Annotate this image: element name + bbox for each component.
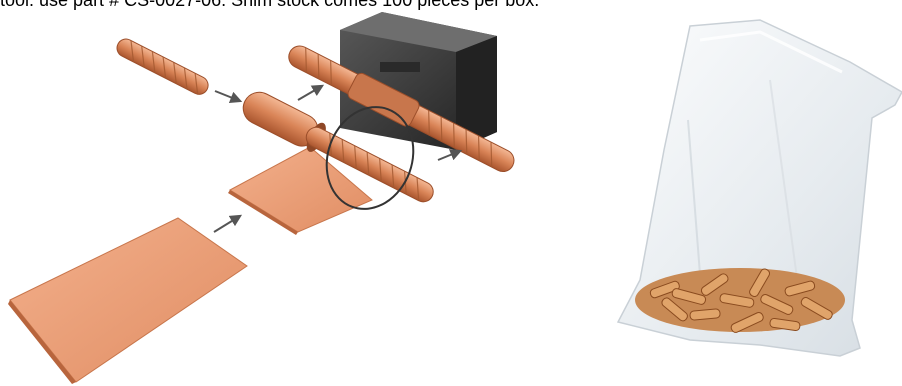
right-arrow-icon bbox=[438, 151, 460, 160]
right-arrow-icon bbox=[215, 91, 240, 101]
copper-sheet-large bbox=[8, 218, 247, 384]
right-arrow-icon bbox=[214, 216, 240, 232]
shim-bag-photo bbox=[618, 20, 902, 356]
right-arrow-icon bbox=[298, 86, 322, 100]
short-conductor bbox=[114, 36, 211, 97]
